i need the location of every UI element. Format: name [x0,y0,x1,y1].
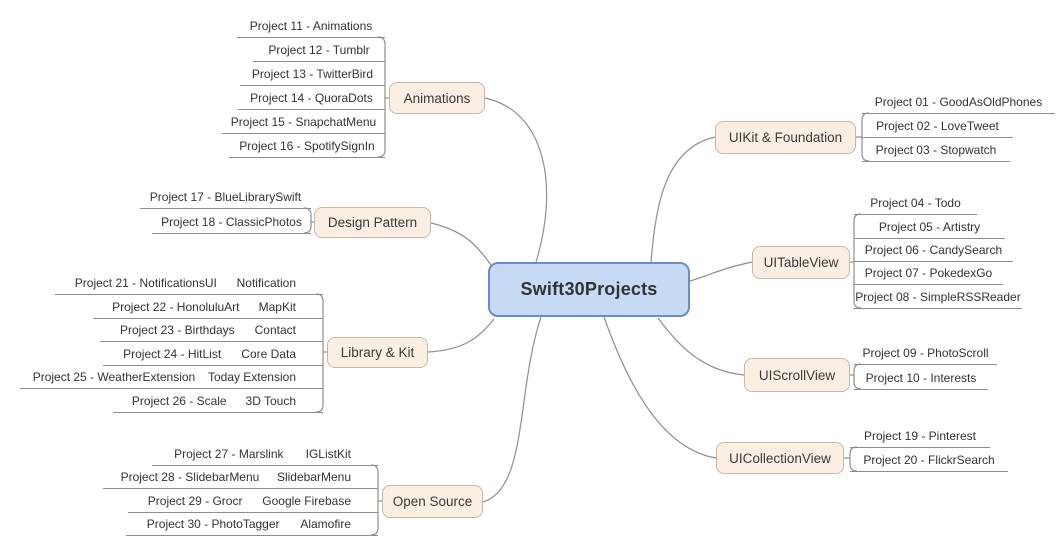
leaf-tag: Today Extension [207,370,296,384]
leaf-label: Project 18 - ClassicPhotos [161,215,302,229]
leaf-project-09[interactable]: Project 09 - PhotoScroll [854,343,997,365]
leaf-label: Project 30 - PhotoTagger [146,517,280,531]
branch-animations[interactable]: Animations [389,82,485,114]
leaf-tag: Core Data [241,347,296,361]
leaf-project-21[interactable]: Project 21 - NotificationsUI Notificatio… [55,273,323,295]
branch-label: Open Source [392,494,473,509]
branch-uitableview[interactable]: UITableView [752,246,850,279]
leaf-label: Project 17 - BlueLibrarySwift [149,190,302,204]
central-topic[interactable]: Swift30Projects [488,262,690,317]
leaf-label: Project 24 - HitList [123,347,222,361]
leaf-label: Project 04 - Todo [870,196,961,210]
leaf-project-04[interactable]: Project 04 - Todo [854,193,977,215]
leaf-label: Project 07 - PokedexGo [864,266,993,280]
leaf-label: Project 23 - Birthdays [119,323,235,337]
leaf-label: Project 28 - SlidebarMenu [120,470,260,484]
leaf-tag: Google Firebase [262,494,351,508]
leaf-project-13[interactable]: Project 13 - TwitterBird [240,64,385,86]
leaf-label: Project 26 - Scale [131,394,227,408]
leaf-label: Project 27 - Marslink [174,447,284,461]
branch-uiscrollview[interactable]: UIScrollView [744,358,850,392]
leaf-tag: Contact [254,323,296,337]
leaf-project-08[interactable]: Project 08 - SimpleRSSReader [854,287,1022,309]
leaf-label: Project 01 - GoodAsOldPhones [874,95,1043,109]
leaf-label: Project 11 - Animations [249,19,373,33]
branch-uikit-foundation[interactable]: UIKit & Foundation [715,121,856,154]
leaf-label: Project 14 - QuoraDots [250,91,373,105]
branch-label: Design Pattern [327,215,418,230]
leaf-project-15[interactable]: Project 15 - SnapchatMenu [222,112,385,134]
leaf-tag: IGListKit [305,447,351,461]
leaf-label: Project 02 - LoveTweet [876,119,999,133]
leaf-tag: SlidebarMenu [276,470,351,484]
branch-label: Animations [403,90,471,106]
leaf-project-16[interactable]: Project 16 - SpotifySignIn [229,136,385,158]
leaf-label: Project 09 - PhotoScroll [862,346,989,360]
branch-label: Library & Kit [340,345,415,360]
leaf-label: Project 15 - SnapchatMenu [230,115,377,129]
branch-design-pattern[interactable]: Design Pattern [314,207,431,238]
branch-label: UIScrollView [758,367,836,383]
leaf-tag: MapKit [258,300,296,314]
leaf-label: Project 10 - Interests [865,371,977,385]
leaf-project-26[interactable]: Project 26 - Scale 3D Touch [113,391,323,413]
leaf-project-29[interactable]: Project 29 - Grocr Google Firebase [128,491,378,513]
leaf-tag: Alamofire [300,517,351,531]
leaf-project-24[interactable]: Project 24 - HitList Core Data [103,344,323,366]
leaf-label: Project 03 - Stopwatch [875,143,997,157]
leaf-project-19[interactable]: Project 19 - Pinterest [850,426,990,448]
leaf-project-01[interactable]: Project 01 - GoodAsOldPhones [862,92,1055,114]
branch-library-and-kit[interactable]: Library & Kit [327,337,428,368]
leaf-project-18[interactable]: Project 18 - ClassicPhotos [152,212,311,234]
leaf-project-17[interactable]: Project 17 - BlueLibrarySwift [140,187,311,209]
leaf-project-03[interactable]: Project 03 - Stopwatch [862,140,1010,162]
leaf-project-28[interactable]: Project 28 - SlidebarMenu SlidebarMenu [103,467,378,489]
leaf-project-07[interactable]: Project 07 - PokedexGo [854,263,1003,285]
leaf-project-10[interactable]: Project 10 - Interests [854,368,988,390]
leaf-label: Project 16 - SpotifySignIn [239,139,375,153]
leaf-label: Project 12 - Tumblr [268,43,370,57]
leaf-project-12[interactable]: Project 12 - Tumblr [253,40,385,62]
leaf-label: Project 19 - Pinterest [863,429,977,443]
central-topic-label: Swift30Projects [520,279,658,299]
leaf-project-22[interactable]: Project 22 - HonoluluArt MapKit [93,297,323,319]
leaf-project-14[interactable]: Project 14 - QuoraDots [238,88,385,110]
leaf-project-27[interactable]: Project 27 - Marslink IGListKit [152,444,378,466]
leaf-tag: 3D Touch [245,394,296,408]
leaf-label: Project 29 - Grocr [147,494,243,508]
leaf-label: Project 25 - WeatherExtension [32,370,196,384]
leaf-label: Project 08 - SimpleRSSReader [855,290,1021,304]
branch-label: UICollectionView [729,450,831,466]
leaf-project-06[interactable]: Project 06 - CandySearch [854,240,1013,262]
leaf-label: Project 06 - CandySearch [864,243,1003,257]
branch-label: UITableView [763,255,839,270]
leaf-project-02[interactable]: Project 02 - LoveTweet [862,116,1013,138]
leaf-label: Project 20 - FlickrSearch [863,453,995,467]
branch-open-source[interactable]: Open Source [382,485,483,518]
leaf-project-11[interactable]: Project 11 - Animations [237,16,385,38]
leaf-project-20[interactable]: Project 20 - FlickrSearch [850,450,1008,472]
leaf-project-25[interactable]: Project 25 - WeatherExtension Today Exte… [20,367,323,389]
leaf-project-05[interactable]: Project 05 - Artistry [854,217,1005,239]
branch-uicollectionview[interactable]: UICollectionView [716,442,844,474]
leaf-project-30[interactable]: Project 30 - PhotoTagger Alamofire [126,514,378,536]
leaf-label: Project 22 - HonoluluArt [112,300,240,314]
leaf-project-23[interactable]: Project 23 - Birthdays Contact [100,320,323,342]
leaf-label: Project 05 - Artistry [878,220,981,234]
leaf-label: Project 13 - TwitterBird [251,67,374,81]
branch-label: UIKit & Foundation [728,130,843,145]
leaf-label: Project 21 - NotificationsUI [74,276,217,290]
leaf-tag: Notification [236,276,296,290]
